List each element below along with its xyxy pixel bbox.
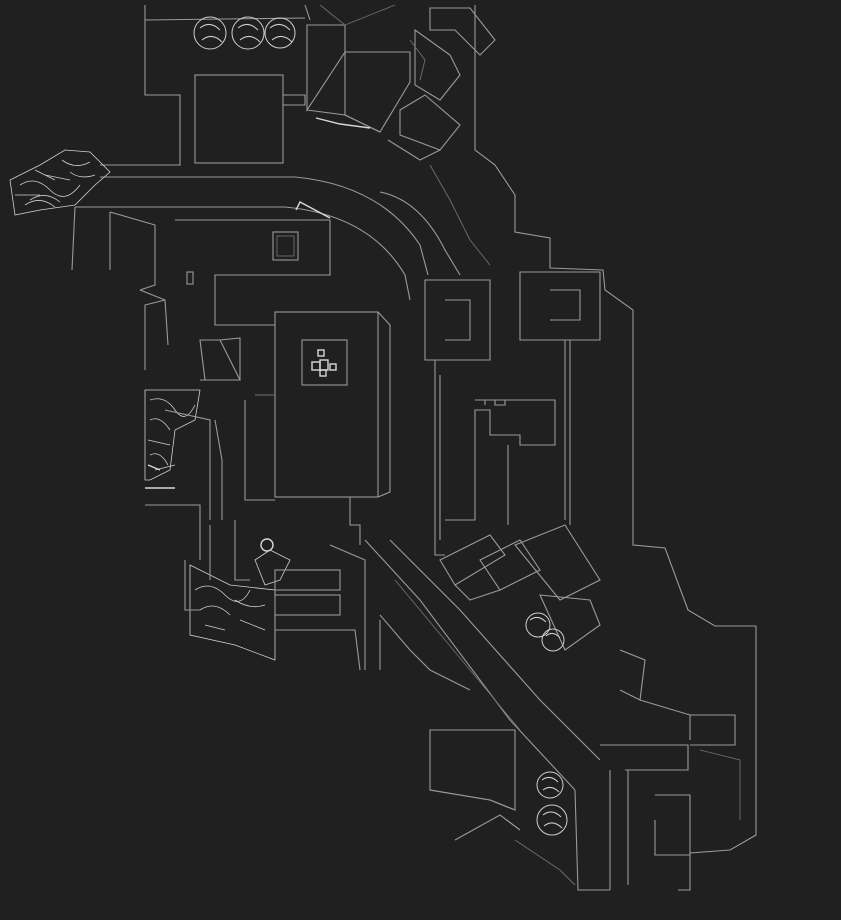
detail-strips [145, 117, 371, 489]
tree-icon [536, 771, 564, 799]
southeast-area [429, 649, 741, 891]
tree-icon [541, 628, 565, 652]
southwest-cluster [184, 520, 366, 671]
west-vegetation [9, 149, 111, 216]
site-boundary [100, 4, 757, 891]
main-road [75, 164, 491, 301]
east-courtyard [424, 271, 601, 556]
north-diagonal-buildings [387, 7, 496, 161]
west-mid-vegetation [144, 389, 223, 560]
central-building [199, 311, 391, 545]
tree-icon [231, 16, 265, 50]
angled-buildings [439, 524, 601, 651]
northwest-buildings [194, 4, 411, 164]
central-west-blocks [71, 201, 331, 370]
trees [193, 16, 568, 836]
tree-icon [193, 16, 227, 50]
tree-icon [536, 804, 568, 836]
tree-icon [264, 17, 296, 49]
diagonal-road [364, 539, 601, 791]
tree-icon [525, 612, 551, 638]
